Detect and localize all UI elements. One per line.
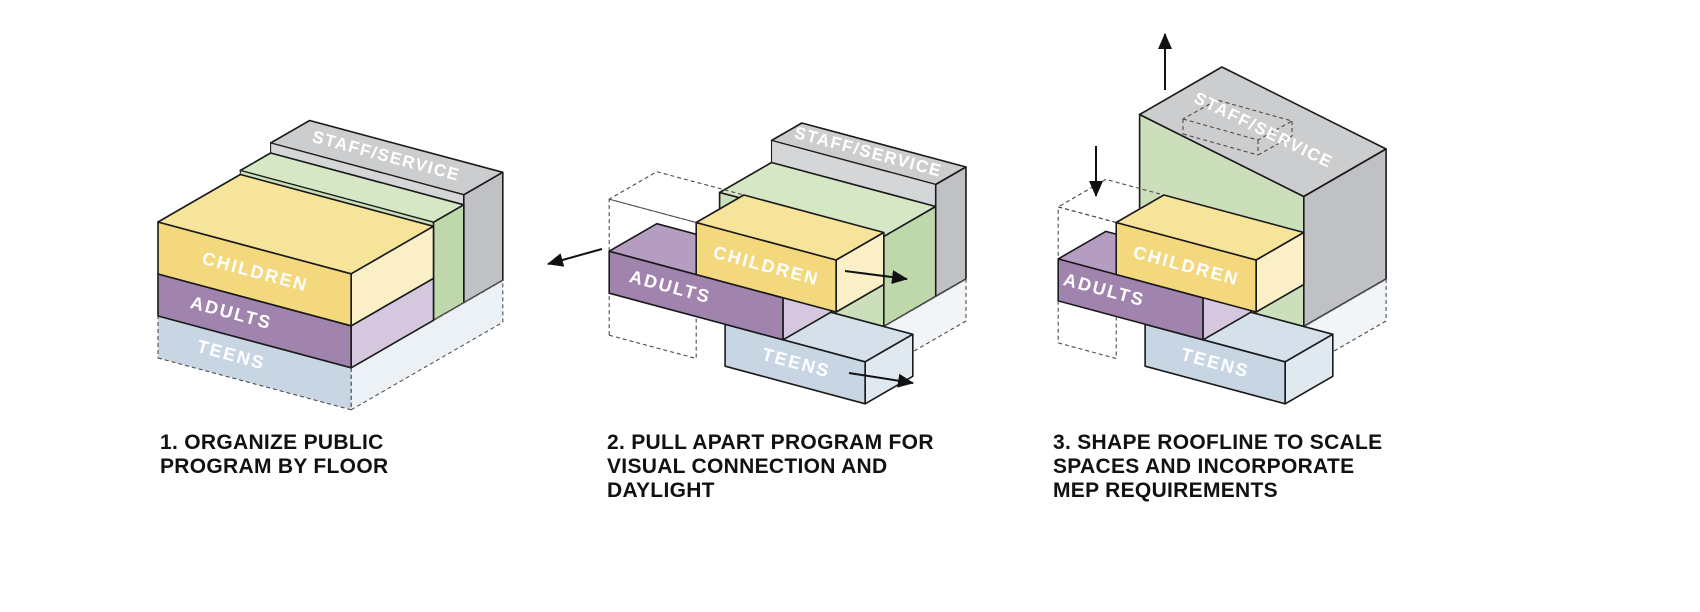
mep-ghost-box: [1182, 99, 1293, 156]
caption-step-1: 1. ORGANIZE PUBLIC PROGRAM BY FLOOR: [160, 431, 389, 478]
diagram-1-organize-by-floor: STAFF/SERVICE CHILDREN ADULTS TEENS: [157, 119, 504, 411]
staff-side-face: [934, 166, 967, 298]
teens-side-face: [350, 279, 504, 411]
arrow-left-icon: [547, 248, 603, 267]
arrow-right-icon: [844, 270, 908, 285]
mep-ghost-edge: [1182, 133, 1259, 156]
green-side-face: [432, 204, 465, 322]
children-side-face: [350, 225, 435, 327]
diagram-2-pull-apart: STAFF/SERVICE CHILDREN ADULTS TEENS: [547, 122, 967, 405]
ghost-outline-left-top: [608, 171, 745, 224]
staff-side-face: [462, 171, 504, 304]
children-side-face: [1255, 231, 1305, 313]
teens-side-face: [1284, 333, 1334, 405]
caption-step-3: 3. SHAPE ROOFLINE TO SCALE SPACES AND IN…: [1053, 431, 1383, 502]
diagram-3-shape-roofline: STAFF/SERVICE CHILDREN ADULTS TEENS: [1057, 33, 1387, 405]
mep-ghost-top: [1182, 99, 1293, 141]
teens-front-face: [157, 315, 352, 411]
arrow-right-down-icon: [848, 372, 914, 388]
caption-step-2: 2. PULL APART PROGRAM FOR VISUAL CONNECT…: [607, 431, 934, 502]
